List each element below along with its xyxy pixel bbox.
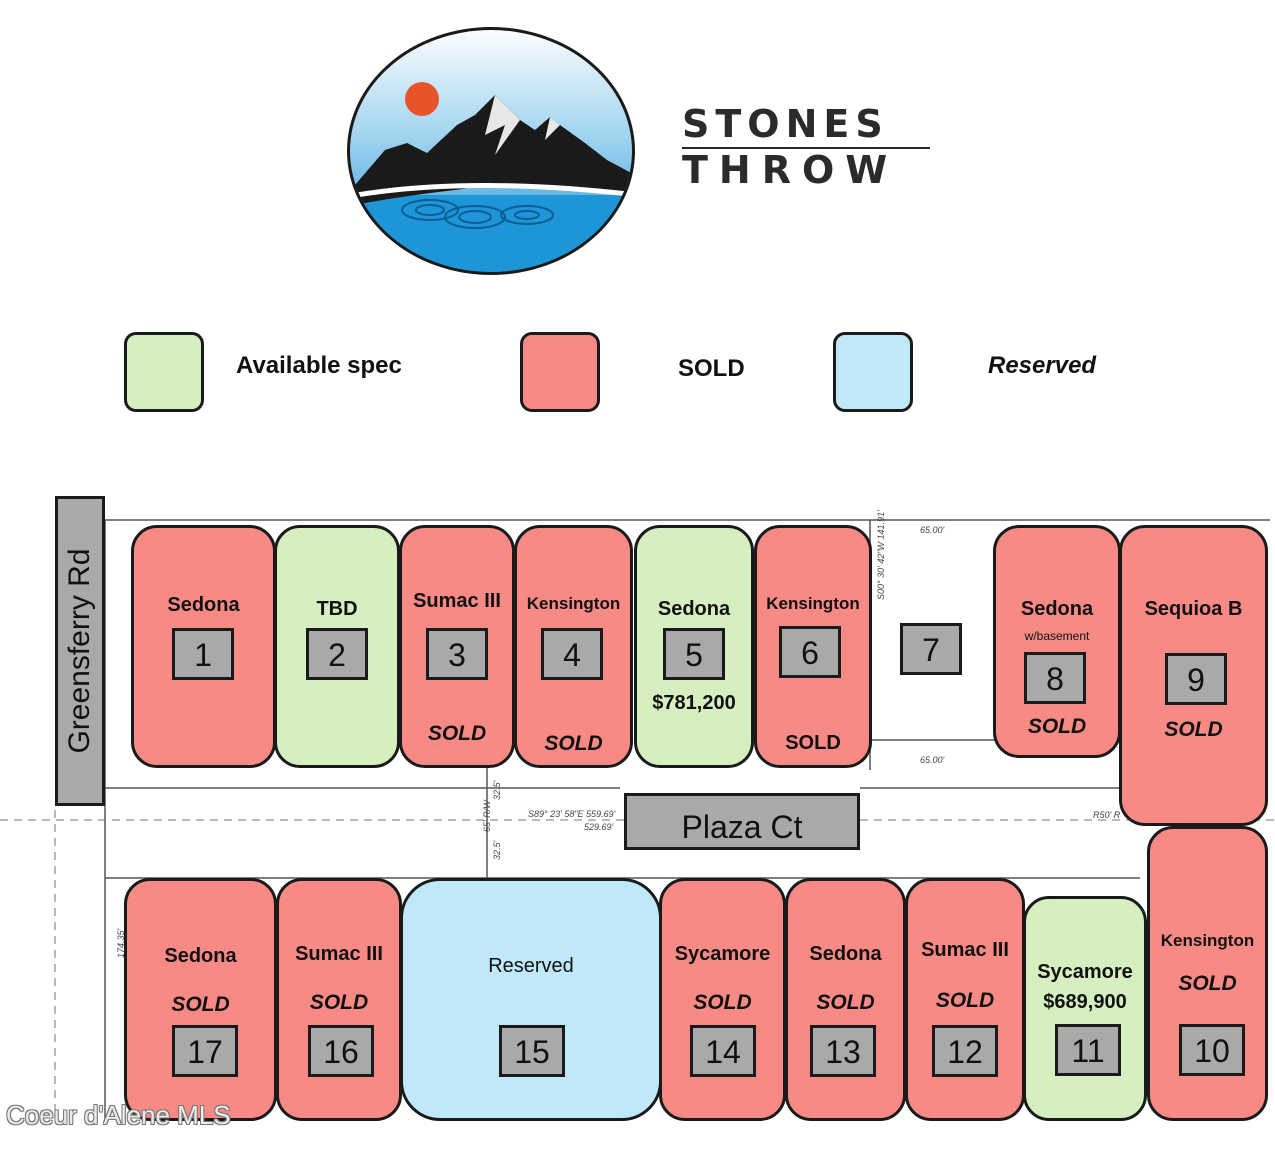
lot-model: Sedona [1020,598,1094,620]
lot-4[interactable]: Kensington 4 SOLD [514,525,633,768]
lot-number: 11 [1055,1024,1121,1076]
lot-model: Reserved [488,955,574,977]
lot-8[interactable]: Sedona w/basement 8 SOLD [993,525,1121,758]
lot-10[interactable]: Kensington SOLD 10 [1147,826,1268,1121]
survey-label: 65.00' [920,525,945,535]
lot-number: 17 [172,1025,238,1077]
lot-number: 12 [932,1025,998,1077]
lot-status: SOLD [693,991,752,1014]
lot-status: SOLD [1164,718,1223,741]
lot-model: Sequioa B [1144,598,1243,620]
lot-number: 6 [779,626,841,678]
lot-1[interactable]: Sedona 1 [131,525,276,768]
survey-label: 32.5' [492,780,502,800]
lot-model: Sedona [167,594,240,616]
lot-model: Sedona [164,945,237,967]
lot-7[interactable]: 7 [872,525,992,760]
lot-number: 9 [1165,653,1227,705]
lot-status: SOLD [785,732,841,754]
lot-status: SOLD [171,993,230,1016]
lot-model: Sumac III [921,939,1009,961]
lot-price: $689,900 [1043,991,1127,1013]
lot-number: 7 [900,623,962,675]
lot-model: Sycamore [674,943,771,965]
lot-11[interactable]: Sycamore $689,900 11 [1023,896,1147,1121]
lot-15[interactable]: Reserved 15 [400,878,662,1121]
lot-number: 14 [690,1025,756,1077]
lot-model: Kensington [526,594,621,613]
lot-status: SOLD [309,991,369,1014]
lot-16[interactable]: Sumac III SOLD 16 [276,878,402,1121]
survey-label: 65.00' [920,755,945,765]
lot-9[interactable]: Sequioa B 9 SOLD [1119,525,1268,826]
mls-watermark: Coeur d'Alene MLS [6,1100,231,1130]
lot-status: SOLD [1178,972,1237,995]
lot-number: 15 [499,1025,565,1077]
lot-status: SOLD [1027,715,1087,738]
plaza-court-road: Plaza Ct [624,793,860,850]
lot-number: 5 [663,628,725,680]
lot-model: Sedona [657,598,731,620]
lot-model: TBD [316,598,358,620]
road-label-greensferry: Greensferry Rd [63,548,96,754]
lot-2[interactable]: TBD 2 [274,525,400,768]
survey-label: R50' R [1093,810,1121,820]
legend-swatch-available [124,332,204,412]
legend-label-reserved: Reserved [988,352,1097,379]
legend-label-sold: SOLD [678,355,745,382]
lot-14[interactable]: Sycamore SOLD 14 [659,878,786,1121]
lot-model: Kensington [1160,931,1255,950]
lot-number: 1 [172,628,234,680]
lot-status: SOLD [544,732,603,755]
lot-number: 16 [308,1025,374,1077]
lot-5[interactable]: Sedona 5 $781,200 [634,525,754,768]
brand-name-line-1: STONES [682,102,889,146]
lot-number: 8 [1024,652,1086,704]
lot-model: Sumac III [413,590,501,612]
survey-label: 32.5' [492,840,502,860]
survey-label: S89° 23' 58"E 559.69' [528,809,616,819]
legend-swatch-sold [520,332,600,412]
lot-price: $781,200 [652,692,736,714]
lot-status: SOLD [427,722,487,745]
lot-number: 3 [426,628,488,680]
legend-swatch-reserved [833,332,913,412]
lot-number: 4 [541,628,603,680]
lot-status: SOLD [935,989,995,1012]
lot-model: Sumac III [295,943,383,965]
lot-13[interactable]: Sedona SOLD 13 [785,878,906,1121]
lot-status: SOLD [816,991,875,1014]
brand-name-line-2: THROW [682,148,899,192]
survey-label: 529.69' [584,822,614,832]
lot-number: 2 [306,628,368,680]
survey-label: 65' R/W [482,800,492,832]
lot-model: Kensington [766,594,860,613]
stones-throw-logo-icon [347,27,635,275]
lot-12[interactable]: Sumac III SOLD 12 [905,878,1025,1121]
lot-3[interactable]: Sumac III 3 SOLD [399,525,515,768]
legend-label-available: Available spec [236,352,402,379]
brand-divider [682,147,930,149]
lot-model: Sycamore [1037,961,1133,983]
lot-number: 13 [810,1025,876,1077]
lot-6[interactable]: Kensington 6 SOLD [754,525,872,768]
lot-note: w/basement [1024,629,1090,643]
greensferry-road: Greensferry Rd [55,496,105,806]
lot-number: 10 [1179,1024,1245,1076]
lot-17[interactable]: Sedona SOLD 17 [124,878,277,1121]
lot-model: Sedona [809,943,882,965]
